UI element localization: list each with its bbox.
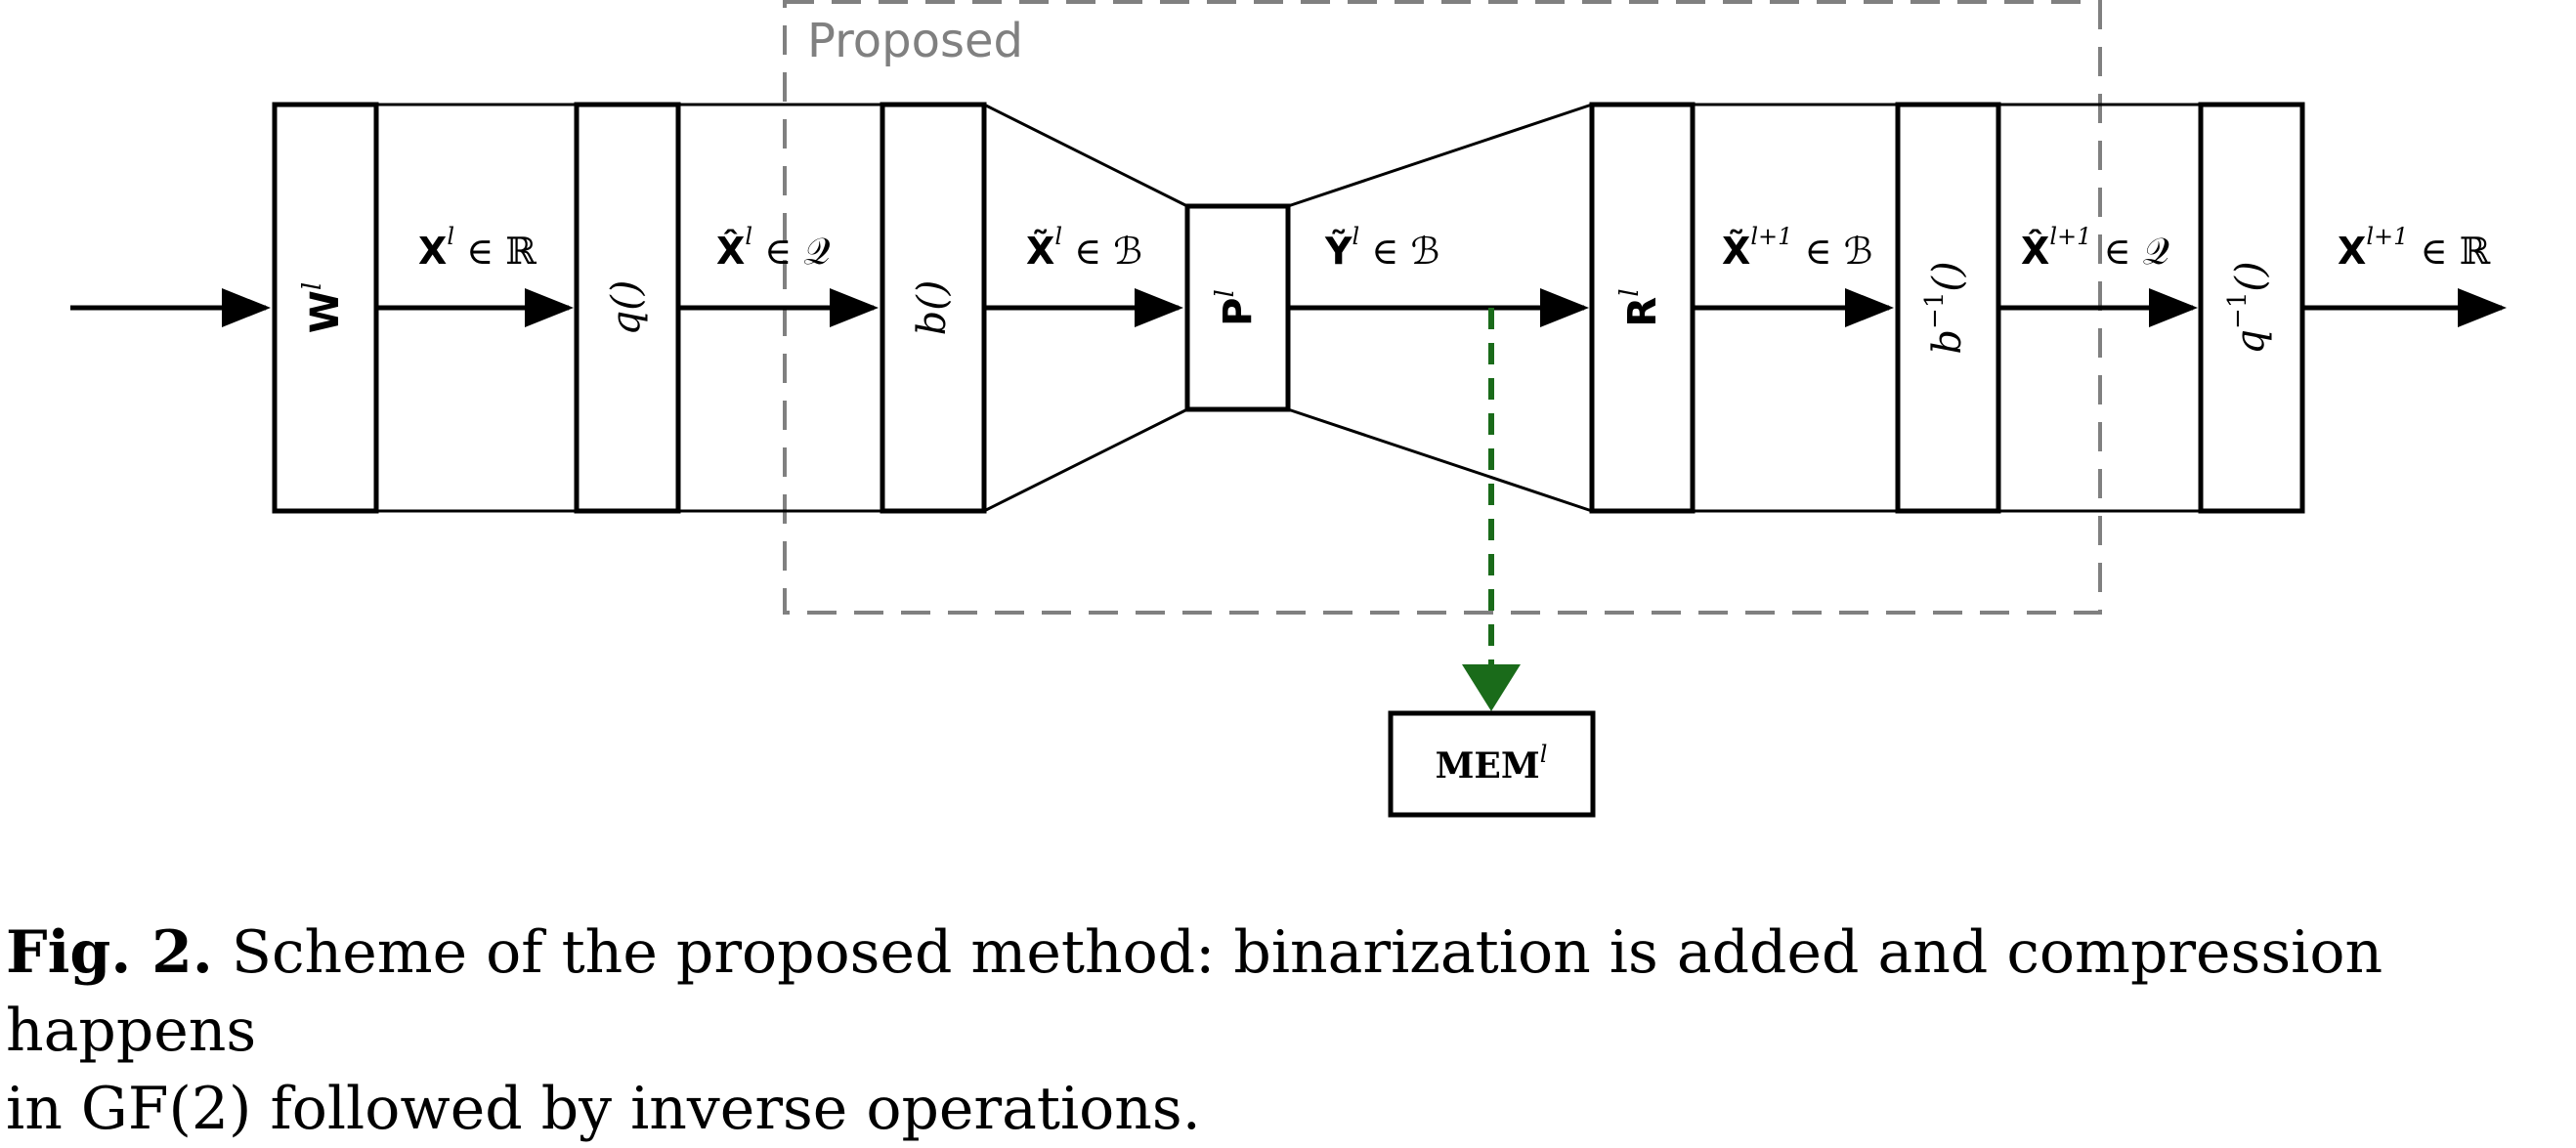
edge-label-xhat-next-set: ∈ 𝒬 [2091, 230, 2169, 273]
inverse-quantize-rest: () [2228, 261, 2273, 291]
edge-label-xtilde: X̃l ∈ ℬ [1026, 223, 1142, 273]
p-block-sup: l [1211, 289, 1240, 297]
edge-label-x-set: ∈ ℝ [454, 230, 537, 273]
edge-label-x-next-set: ∈ ℝ [2408, 230, 2490, 273]
inverse-binarize-rest: () [1925, 261, 1970, 291]
inverse-quantize-sup: −1 [2223, 292, 2253, 329]
edge-label-x-next-base: X [2338, 230, 2366, 273]
edge-label-x-next-sup: l+1 [2366, 223, 2408, 250]
figure-caption: Fig. 2. Scheme of the proposed method: b… [6, 914, 2571, 1148]
memory-block: MEMl [1388, 710, 1596, 818]
edge-label-x-sup: l [447, 223, 454, 250]
proposed-label: Proposed [807, 14, 1023, 68]
svg-text:Rl: Rl [1615, 288, 1665, 326]
r-block-sup: l [1615, 288, 1645, 296]
edge-label-xhat-base: X̂ [716, 230, 745, 273]
binarize-block-label: b() [910, 280, 955, 336]
p-block: Pl [1184, 203, 1291, 412]
edge-label-x-base: X [418, 230, 447, 273]
edge-label-xhat-next-sup: l+1 [2049, 223, 2091, 250]
inverse-binarize-sup: −1 [1920, 292, 1950, 329]
caption-text: Scheme of the proposed method: binarizat… [6, 918, 2383, 1143]
r-block-label: R [1620, 297, 1665, 327]
svg-text:Pl: Pl [1211, 289, 1261, 326]
edge-label-xhat-sup: l [745, 223, 752, 250]
memory-sup: l [1540, 741, 1548, 768]
r-block: Rl [1589, 102, 1696, 514]
edge-label-xtilde-set: ∈ ℬ [1062, 230, 1142, 273]
svg-text:MEMl: MEMl [1436, 741, 1548, 787]
w-block-sup: l [298, 282, 327, 290]
bottom-taper-right [1287, 407, 1593, 513]
edge-label-xtilde-next-base: X̃ [1722, 230, 1750, 273]
bottom-taper-left [983, 407, 1188, 513]
quantize-block: q() [574, 102, 681, 514]
svg-text:Wl: Wl [298, 282, 348, 333]
edge-label-xhat-next-base: X̂ [2021, 230, 2049, 273]
edge-label-xtilde-sup: l [1054, 223, 1062, 250]
inverse-quantize-label: q [2228, 329, 2273, 355]
p-block-label: P [1216, 298, 1261, 326]
edge-label-xhat-next: X̂l+1 ∈ 𝒬 [2021, 223, 2169, 273]
edge-label-xtilde-base: X̃ [1026, 230, 1054, 273]
edge-label-xhat: X̂l ∈ 𝒬 [716, 223, 831, 273]
inverse-binarize-label: b [1925, 329, 1970, 355]
w-block: Wl [272, 102, 379, 514]
caption-prefix: Fig. 2. [6, 918, 213, 987]
inverse-binarize-block: b−1() [1895, 102, 2001, 514]
edge-label-xtilde-next-sup: l+1 [1750, 223, 1792, 250]
edge-label-ytilde-set: ∈ ℬ [1359, 230, 1439, 273]
edge-label-ytilde: Ỹl ∈ ℬ [1324, 223, 1439, 273]
memory-label: MEM [1436, 745, 1540, 787]
edge-label-ytilde-base: Ỹ [1324, 230, 1352, 273]
edge-label-x: Xl ∈ ℝ [418, 223, 537, 273]
svg-text:q−1(): q−1() [2223, 261, 2273, 354]
top-taper-right [1287, 103, 1593, 208]
edge-label-x-next: Xl+1 ∈ ℝ [2338, 223, 2491, 273]
top-taper-left [983, 103, 1188, 208]
edge-label-ytilde-sup: l [1352, 223, 1360, 250]
inverse-quantize-block: q−1() [2198, 102, 2305, 514]
w-block-label: W [303, 290, 348, 333]
edge-label-xhat-set: ∈ 𝒬 [752, 230, 831, 273]
binarize-block: b() [880, 102, 987, 514]
quantize-block-label: q() [604, 280, 649, 336]
scheme-diagram: Proposed Wl q() b() Pl Rl b−1 [70, 0, 2507, 818]
edge-label-xtilde-next-set: ∈ ℬ [1792, 230, 1872, 273]
edge-label-xtilde-next: X̃l+1 ∈ ℬ [1722, 223, 1873, 273]
svg-text:b−1(): b−1() [1920, 261, 1970, 354]
